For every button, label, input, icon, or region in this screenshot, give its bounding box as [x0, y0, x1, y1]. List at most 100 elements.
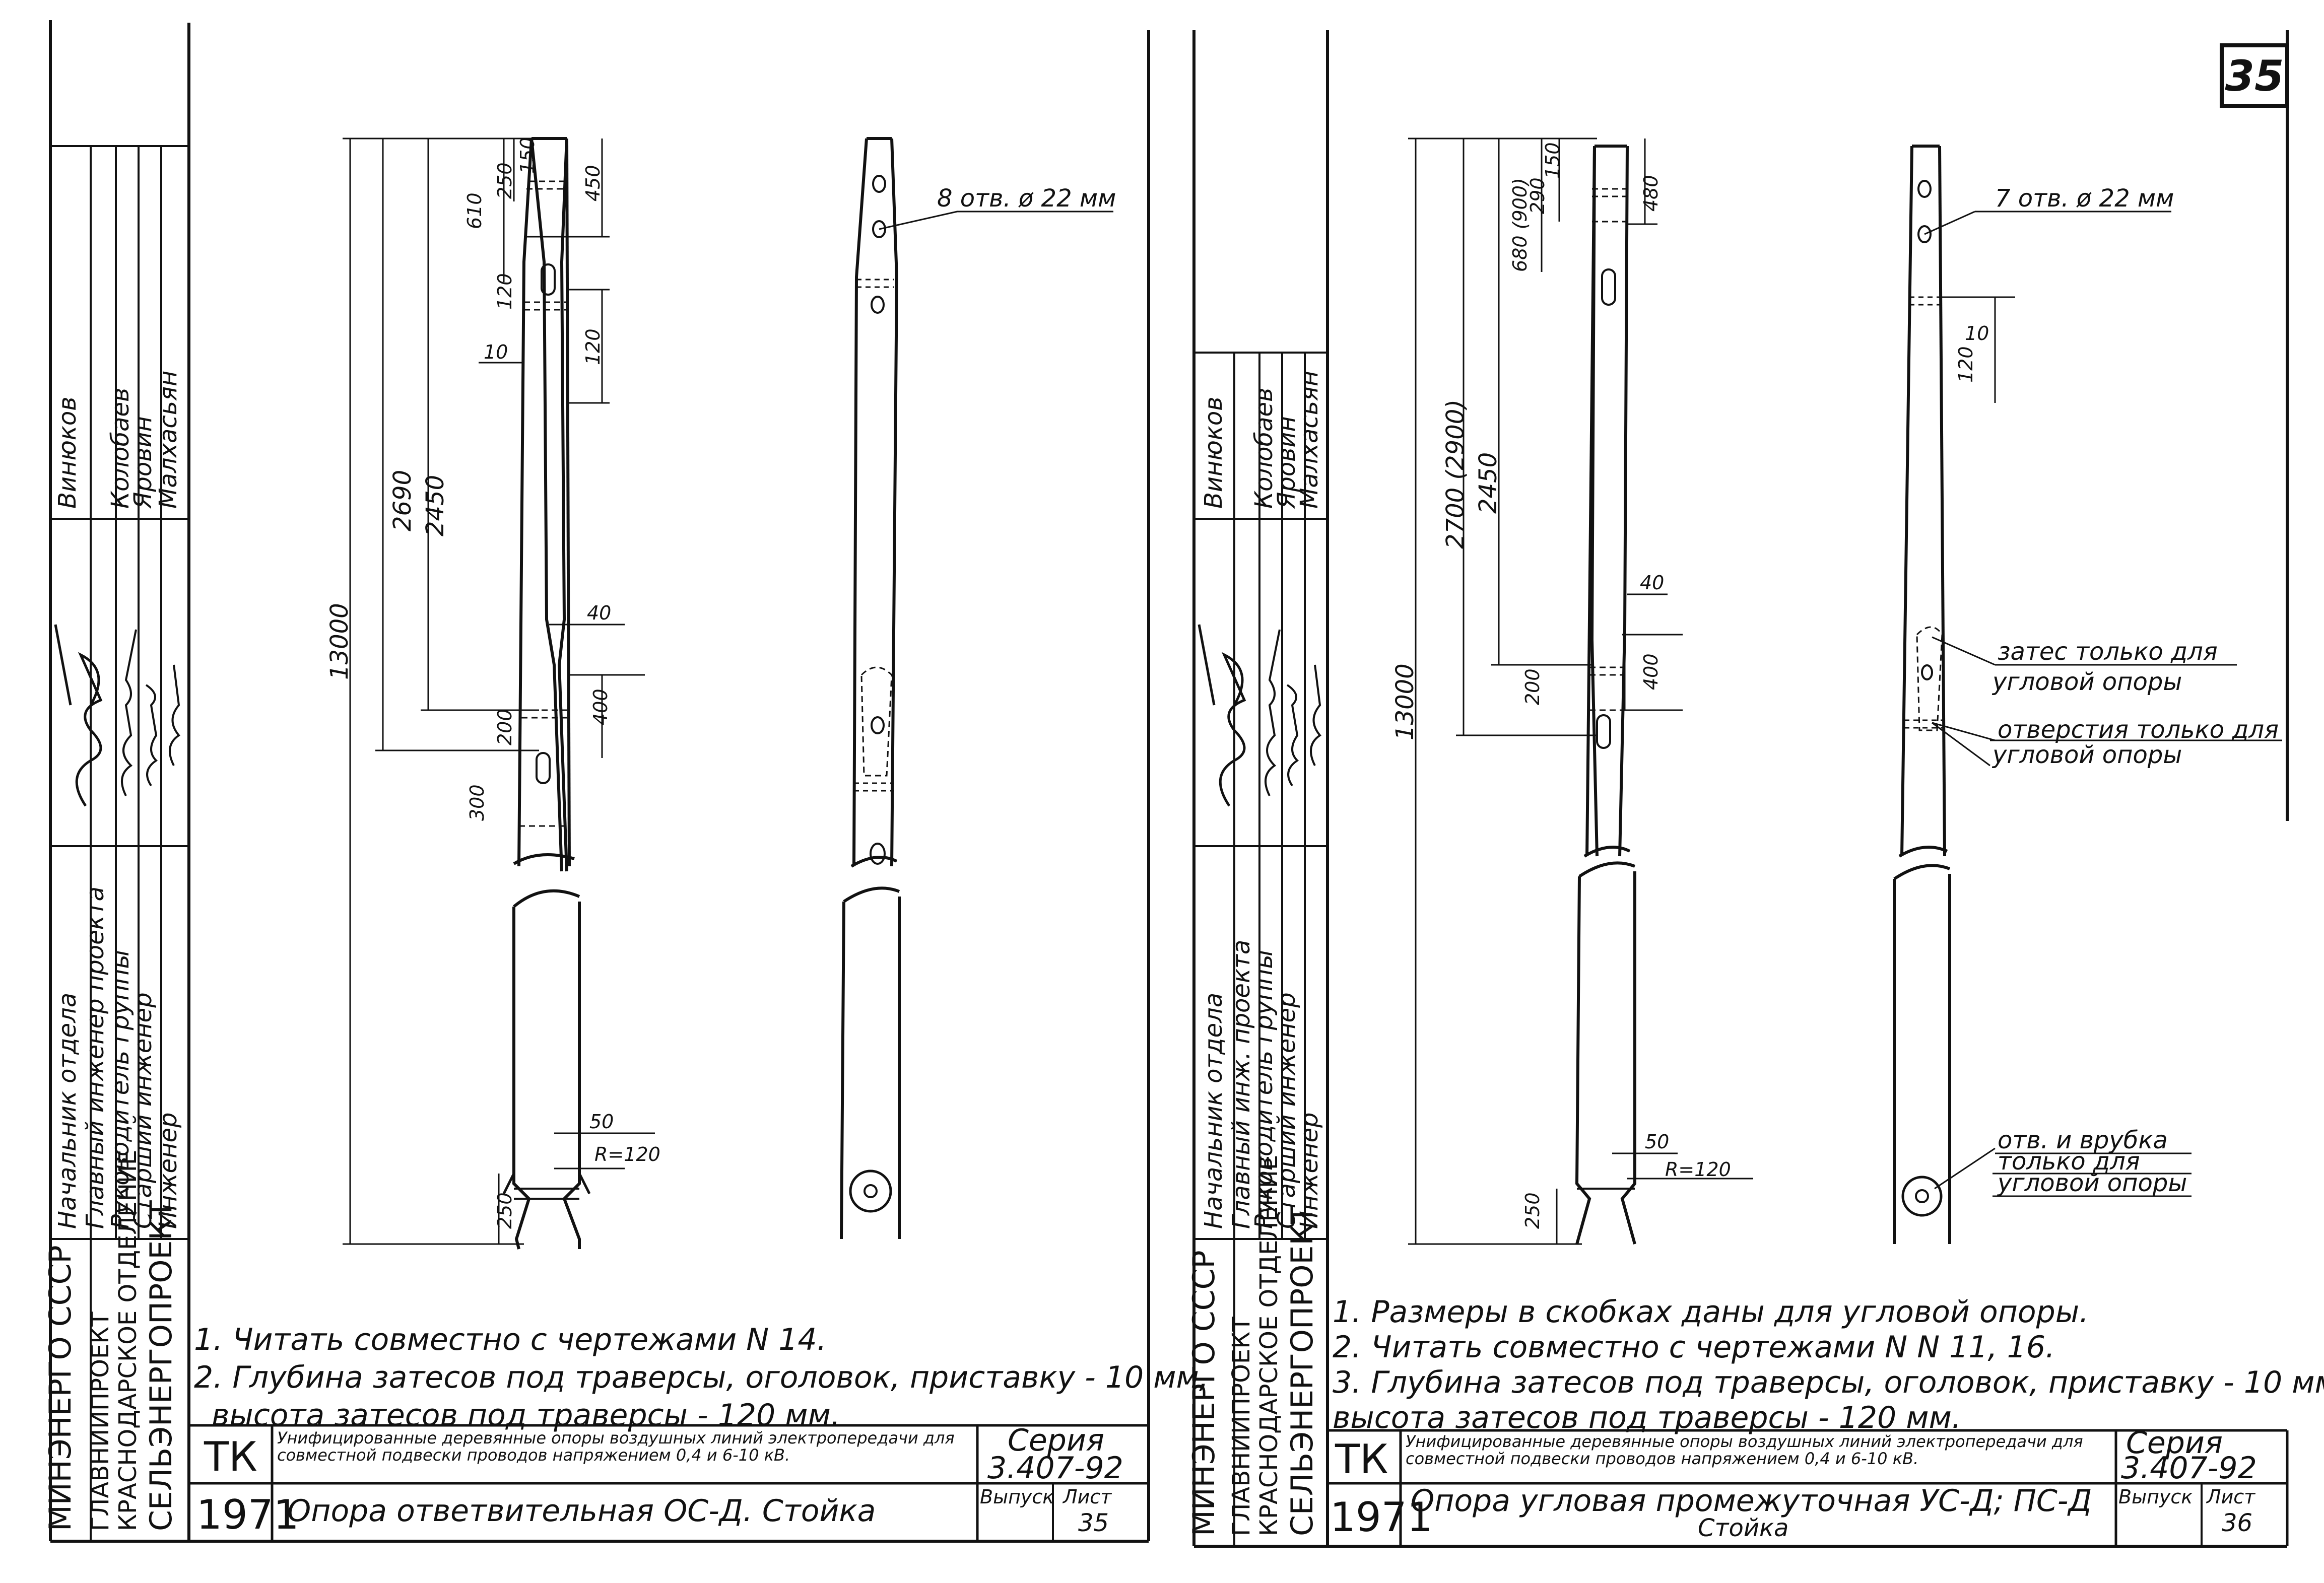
dim-150: 150	[516, 137, 539, 174]
signature	[1198, 624, 1246, 807]
tb-title: Опора ответвительная ОС-Д. Стойка	[287, 1493, 876, 1529]
name-yarovin: Яровин	[1273, 416, 1301, 509]
dim-200: 200	[494, 709, 516, 745]
tb-sheet-label: Лист	[1062, 1486, 1112, 1508]
role-group-lead: Руководитель группы	[106, 950, 135, 1229]
dim-200: 200	[1521, 668, 1544, 705]
note-3: высота затесов под траверсы - 120 мм.	[212, 1398, 840, 1433]
tb-year: 1971	[196, 1491, 299, 1538]
title-block-left	[189, 1424, 1149, 1541]
tb-description: Унифицированные деревянные опоры воздушн…	[1406, 1433, 2083, 1468]
callout-hew-2: угловой опоры	[1991, 668, 2182, 696]
role-engineer: Инженер	[1295, 1113, 1323, 1229]
tb-tk: ТК	[204, 1433, 257, 1480]
dim-120a: 120	[494, 273, 516, 310]
role-senior-eng: Старший инженер	[129, 992, 157, 1229]
dim-40: 40	[1640, 572, 1664, 594]
note-2: 2. Глубина затесов под траверсы, оголово…	[194, 1360, 1209, 1395]
callout-bottom-3: угловой опоры	[1997, 1169, 2187, 1197]
tb-sheet-value: 35	[1078, 1509, 1109, 1537]
dim-250: 250	[494, 162, 516, 199]
tb-year: 1971	[1330, 1494, 1433, 1541]
callout-hew-1: затес только для	[1998, 638, 2218, 666]
name-vinyukov: Винюков	[1200, 396, 1228, 509]
tb-tk: ТК	[1335, 1436, 1388, 1483]
org-selenergoproekt: СЕЛЬЭНЕРГОПРОЕКТ	[144, 1200, 179, 1531]
tb-issue-label: Выпуск	[980, 1486, 1054, 1508]
tb-title-2: Стойка	[1698, 1514, 1788, 1542]
dim-120b: 120	[582, 328, 604, 365]
tb-sheet-value: 36	[2222, 1509, 2252, 1537]
dim-300: 300	[466, 784, 488, 821]
name-malkhasyan: Малхасьян	[1295, 371, 1323, 509]
tb-issue-label: Выпуск	[2118, 1486, 2193, 1508]
signature	[121, 629, 137, 796]
dim-13000: 13000	[1391, 663, 1419, 740]
tb-description: Унифицированные деревянные опоры воздушн…	[277, 1429, 955, 1465]
org-glavniiproekt: ГЛАВНИИПРОЕКТ	[1227, 1317, 1255, 1536]
signature	[145, 684, 158, 787]
dim-150: 150	[1542, 142, 1564, 179]
dim-40: 40	[587, 602, 611, 624]
pole-side-view	[840, 137, 1113, 1240]
signature	[1310, 664, 1321, 766]
dim-2450: 2450	[1474, 452, 1502, 514]
name-vinyukov: Винюков	[53, 396, 82, 509]
pole-side-view	[1893, 145, 2282, 1244]
pole-front-view	[502, 137, 591, 1250]
callout-holes-corner-2: угловой опоры	[1991, 741, 2182, 769]
dim-r120: R=120	[1665, 1158, 1731, 1181]
left-sheet: Начальник отдела Главный инженер проекта…	[43, 20, 1209, 1543]
dim-10: 10	[484, 341, 508, 363]
callout-holes-corner-1: отверстия только для	[1998, 716, 2279, 744]
note-1: 1. Размеры в скобках даны для угловой оп…	[1333, 1294, 2089, 1330]
role-senior-eng: Старший инженер	[1273, 992, 1301, 1229]
org-ministry: МИНЭНЕРГО СССР	[43, 1245, 78, 1531]
dimensions-right	[1408, 137, 1753, 1245]
tb-sheet-label: Лист	[2206, 1486, 2256, 1508]
dimensions-left	[343, 137, 655, 1245]
dim-50: 50	[1645, 1131, 1669, 1153]
callout-holes: 8 отв. ø 22 мм	[937, 184, 1116, 213]
org-glavniiproekt: ГЛАВНИИПРОЕКТ	[86, 1312, 114, 1531]
org-krasnodar: КРАСНОДАРСКОЕ ОТДЕЛЕНИЕ	[1255, 1155, 1283, 1536]
org-ministry: МИНЭНЕРГО СССР	[1186, 1250, 1222, 1536]
dim-400: 400	[589, 689, 612, 725]
dim-290: 290	[1526, 177, 1549, 214]
note-2: 2. Читать совместно с чертежами N N 11, …	[1333, 1330, 2055, 1365]
name-yarovin: Яровин	[129, 416, 157, 509]
dim-250: 250	[1521, 1192, 1544, 1229]
dim-2690: 2690	[388, 470, 417, 531]
note-1: 1. Читать совместно с чертежами N 14.	[194, 1322, 827, 1357]
dim-2450: 2450	[421, 475, 449, 536]
tb-series-label: Серия	[1008, 1423, 1104, 1458]
callout-holes: 7 отв. ø 22 мм	[1995, 184, 2174, 213]
dim-680: 680 (900)	[1509, 178, 1531, 272]
title-block-right	[1327, 1429, 2289, 1546]
tb-series-value: 3.407-92	[2121, 1451, 2257, 1486]
org-krasnodar: КРАСНОДАРСКОЕ ОТДЕЛЕНИЕ	[114, 1150, 142, 1531]
role-engineer: Инженер	[154, 1113, 182, 1229]
pole-front-view	[1575, 145, 1636, 1245]
signature	[1265, 629, 1281, 796]
role-chief-eng: Главный инженер проекта	[81, 886, 109, 1229]
dim-50: 50	[589, 1111, 614, 1133]
dim-120: 120	[1955, 346, 1977, 383]
callout-bottom-1: отв. и врубка	[1998, 1126, 2168, 1154]
note-3: 3. Глубина затесов под траверсы, оголово…	[1333, 1365, 2324, 1400]
dim-250b: 250	[494, 1192, 516, 1229]
org-selenergoproekt: СЕЛЬЭНЕРГОПРОЕКТ	[1285, 1205, 1320, 1536]
tb-title: Опора угловая промежуточная УС-Д; ПС-Д	[1411, 1483, 2092, 1519]
dim-450: 450	[582, 165, 604, 201]
tb-series-value: 3.407-92	[987, 1451, 1123, 1486]
name-kolobaev: Колобаев	[1250, 388, 1278, 509]
name-malkhasyan: Малхасьян	[154, 371, 182, 509]
signature	[1286, 684, 1299, 787]
dim-10: 10	[1965, 322, 1989, 345]
dim-13000: 13000	[325, 603, 354, 680]
dim-2700: 2700 (2900)	[1441, 399, 1470, 549]
signature	[54, 624, 103, 807]
role-head-dept: Начальник отдела	[53, 993, 82, 1229]
tb-series-label: Серия	[2126, 1425, 2223, 1461]
